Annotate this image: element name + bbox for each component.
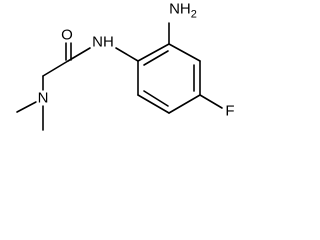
ring-bond-2 [168,43,201,62]
ring-bond-4 [168,94,201,114]
skeletal-structure [16,21,223,131]
ring-double-1 [143,50,169,66]
ring-f-bond [199,94,223,109]
structure-canvas: NH2 O NH N F [16,0,236,131]
dimethylamino-nitrogen-label: N [36,89,50,107]
amino-group-label: NH2 [168,0,198,23]
amide-bond [67,47,91,62]
fluorine-label: F [224,102,236,120]
ring-bond-5 [137,94,170,114]
ring-bond-1 [137,43,170,62]
ring-double-3 [143,90,169,107]
carbonyl-oxygen-label: O [60,26,74,44]
amide-nitrogen-label: NH [91,33,115,51]
carbonyl-ch2-bond [42,60,69,77]
nh-ring-bond [115,47,139,62]
methyl-bond-left [16,101,37,113]
